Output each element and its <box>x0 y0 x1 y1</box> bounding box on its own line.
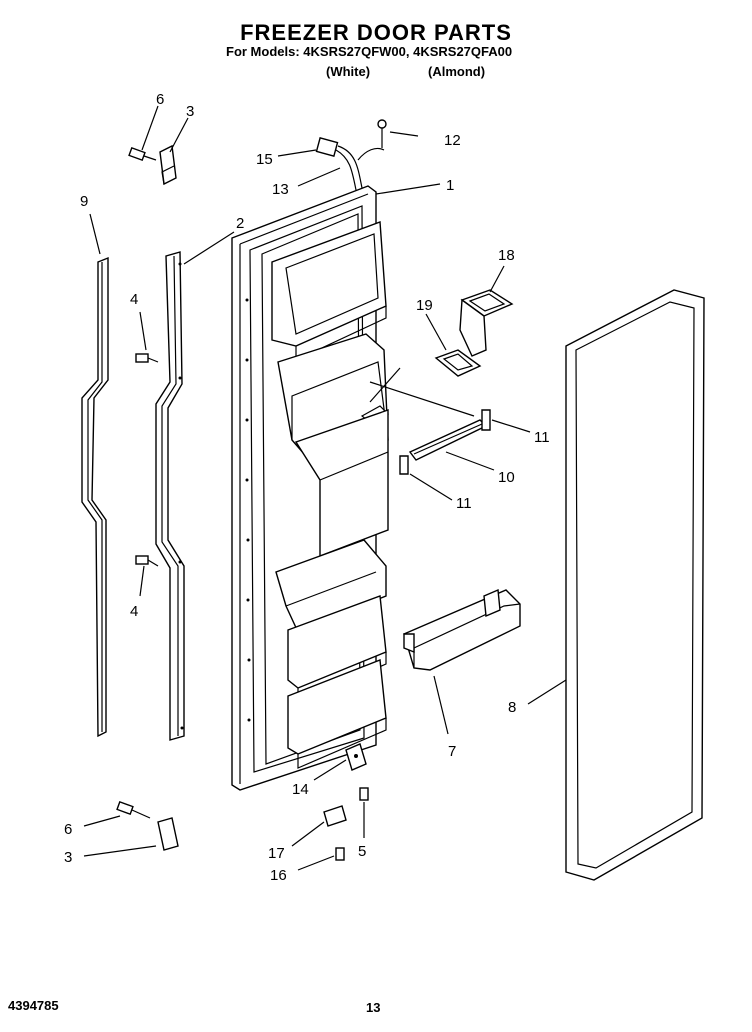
callout-17: 17 <box>268 845 285 862</box>
callout-5: 5 <box>358 843 366 860</box>
top-hinge <box>128 144 177 186</box>
callout-15: 15 <box>256 151 273 168</box>
callout-19: 19 <box>416 297 433 314</box>
callout-3-top: 3 <box>186 103 194 120</box>
model-numbers: For Models: 4KSRS27QFW00, 4KSRS27QFA00 <box>226 44 513 59</box>
handle-trim <box>155 251 185 741</box>
callout-4-bottom: 4 <box>130 603 138 620</box>
page-title: FREEZER DOOR PARTS <box>240 20 512 45</box>
callout-6-top: 6 <box>156 91 164 108</box>
door-panel <box>231 185 389 791</box>
screws <box>135 353 159 567</box>
callout-4-top: 4 <box>130 291 138 308</box>
callout-8: 8 <box>508 699 516 716</box>
wire-harness <box>315 119 387 191</box>
callout-2: 2 <box>236 215 244 232</box>
lower-hinge <box>116 743 369 861</box>
callout-9: 9 <box>80 193 88 210</box>
ice-chute <box>369 289 514 417</box>
callout-3-bottom: 3 <box>64 849 72 866</box>
callout-7: 7 <box>448 743 456 760</box>
callout-14: 14 <box>292 781 309 798</box>
callout-6-bottom: 6 <box>64 821 72 838</box>
callout-11-bottom: 11 <box>456 495 472 512</box>
gasket-strip <box>81 256 109 738</box>
callout-1: 1 <box>446 177 454 194</box>
rail-assembly <box>399 409 491 475</box>
callout-10: 10 <box>498 469 515 486</box>
callout-labels: 6 3 12 15 13 1 2 9 4 18 19 11 10 11 4 8 … <box>64 91 550 884</box>
page-number: 13 <box>366 1000 381 1015</box>
callout-18: 18 <box>498 247 515 264</box>
door-gasket <box>565 289 705 881</box>
callout-13: 13 <box>272 181 289 198</box>
door-bin <box>403 588 521 671</box>
panel-holes <box>245 298 251 722</box>
color-almond-label: (Almond) <box>428 64 486 79</box>
leader-lines <box>83 105 567 871</box>
callout-12: 12 <box>444 132 461 149</box>
color-white-label: (White) <box>326 64 371 79</box>
callout-16: 16 <box>270 867 287 884</box>
callout-11-top: 11 <box>534 429 550 446</box>
document-number: 4394785 <box>8 998 59 1013</box>
